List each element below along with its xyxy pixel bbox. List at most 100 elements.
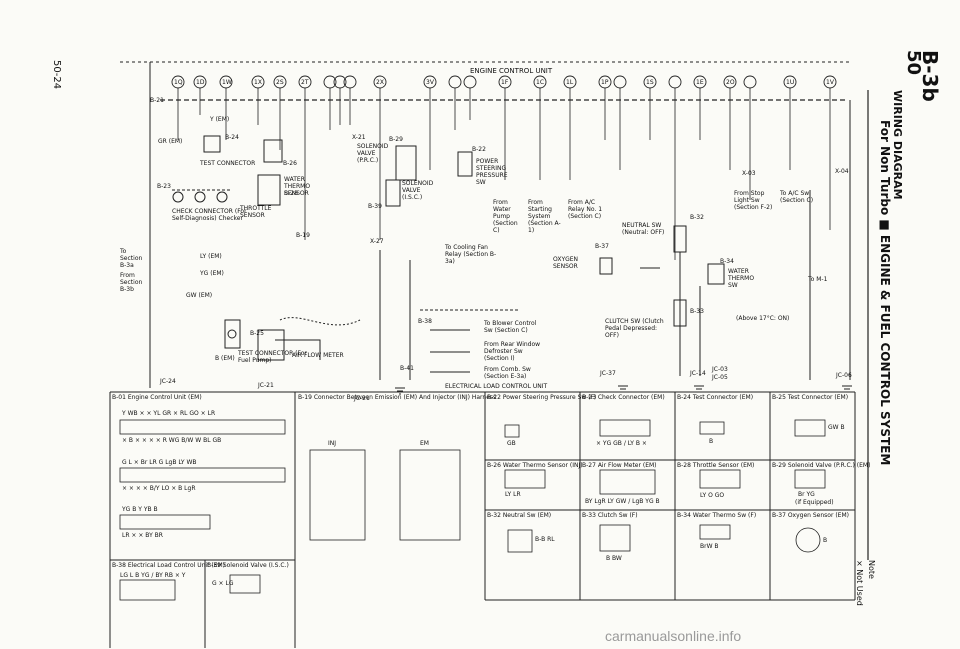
- connector-title: B-23 Check Connector (EM): [582, 394, 665, 401]
- terminal-label: 1V: [826, 79, 834, 86]
- connector-title: B-26 Water Thermo Sensor (INJ): [487, 462, 583, 469]
- section-title: For Non Turbo ■ ENGINE & FUEL CONTROL SY…: [878, 120, 892, 466]
- terminal-label: 1U: [786, 79, 795, 86]
- water-thermo-sensor-label: WATER THERMO SENSOR: [284, 176, 311, 197]
- connector-title: B-38 Electrical Load Control Unit (EM): [112, 562, 225, 569]
- jc14-label: JC-14: [690, 370, 706, 377]
- terminal-label: 1X: [254, 79, 262, 86]
- b38-pins: LG L B YG / BY RB × Y: [120, 572, 186, 579]
- b01-pins-row1: Y WB × × YL GR × RL GO × LR: [122, 410, 216, 417]
- ecu-load-label: ELECTRICAL LOAD CONTROL UNIT: [445, 383, 548, 390]
- connector-title: B-32 Neutral Sw (EM): [487, 512, 552, 519]
- b01-pins-row6: LR × × BY BR: [122, 532, 163, 539]
- diagram-header: ENGINE CONTROL UNIT: [470, 67, 553, 75]
- from-rear-defroster-label: From Rear Window Defroster Sw (Section I…: [484, 341, 541, 362]
- terminal-label: 2T: [301, 79, 309, 86]
- connector-title: B-25 Test Connector (EM): [772, 394, 849, 401]
- from-comb-sw-label: From Comb. Sw (Section E-3a): [484, 366, 531, 380]
- x21-label: X-21: [352, 134, 366, 141]
- connector-title: B-24 Test Connector (EM): [677, 394, 754, 401]
- y-em-label: Y (EM): [210, 116, 230, 123]
- b26-pins: LY LR: [505, 491, 521, 498]
- b39-pins: G × LG: [212, 580, 234, 587]
- terminal-label: 1Q: [174, 79, 183, 86]
- jc37-label: JC-37: [600, 370, 616, 377]
- section-label: WIRING DIAGRAM: [891, 90, 904, 200]
- terminal-label: 1E: [696, 79, 704, 86]
- connector-title: B-34 Water Thermo Sw (F): [677, 512, 757, 519]
- b01-pins-row3: G L × Br LR G LgB LY WB: [122, 459, 197, 466]
- b21-label: B-21: [150, 97, 164, 104]
- jc05-label: JC-05: [712, 374, 728, 381]
- b33-label: B-33: [690, 308, 704, 315]
- b39-label: B-39: [368, 203, 382, 210]
- solenoid-isc-label: SOLENOID VALVE (I.S.C.): [402, 180, 434, 201]
- connector-title: B-28 Throttle Sensor (EM): [677, 462, 755, 469]
- jc21b-label: JC-21: [354, 395, 370, 402]
- terminal-label: 1D: [196, 79, 205, 86]
- b24-label: B-24: [225, 134, 239, 141]
- b34-pins: BrW B: [700, 543, 719, 550]
- section-code: B-3b: [918, 50, 942, 102]
- throttle-sensor-label: THROTTLE SENSOR: [240, 205, 272, 219]
- b24-pins: B: [709, 438, 714, 445]
- terminal-label: 2O: [726, 79, 735, 86]
- connector-title: B-22 Power Steering Pressure Sw (F): [487, 394, 597, 401]
- b23-label: B-23: [157, 183, 171, 190]
- b29-pins: Br YG: [798, 491, 815, 498]
- water-thermo-sw-label: WATER THERMO SW: [728, 268, 755, 289]
- terminal-label: 1S: [646, 79, 654, 86]
- to-m1-label: To M-1: [808, 276, 828, 283]
- terminal-label: 1F: [501, 79, 509, 86]
- terminal-label: 2X: [376, 79, 384, 86]
- clutch-sw-label: CLUTCH SW (Clutch Pedal Depressed: OFF): [605, 318, 664, 339]
- watermark: carmanualsonline.info: [605, 628, 742, 644]
- connector-title: B-37 Oxygen Sensor (EM): [772, 512, 849, 519]
- terminal-label: 3V: [426, 79, 434, 86]
- gr-em-label: GR (EM): [158, 138, 183, 145]
- check-connector-label: CHECK CONNECTOR (For Self-Diagnosis) Che…: [172, 208, 247, 222]
- to-ac-sw-label: To A/C Sw (Section C): [780, 190, 814, 204]
- b33-pins: B BW: [606, 555, 622, 562]
- side-title-strip: 50 WIRING DIAGRAM B-3b For Non Turbo ■ E…: [855, 40, 958, 640]
- x03-label: X-03: [742, 170, 756, 177]
- terminal-label: 1P: [601, 79, 609, 86]
- b25-pins: GW B: [828, 424, 845, 431]
- b27-pins: BY LgR LY GW / LgB YG B: [585, 498, 660, 505]
- air-flow-meter-label: AIR FLOW METER: [292, 352, 344, 359]
- solenoid-prc-label: SOLENOID VALVE (P.R.C.): [357, 143, 389, 164]
- b28-label: B-28: [284, 190, 298, 197]
- from-starting-label: From Starting System (Section A-1): [528, 199, 561, 234]
- connector-title: B-27 Air Flow Meter (EM): [582, 462, 657, 469]
- terminal-label: 1L: [566, 79, 574, 86]
- terminal-label: 2S: [276, 79, 284, 86]
- jc06-label: JC-06: [836, 372, 852, 379]
- b28-pins: LY O GO: [700, 492, 725, 499]
- from-ac-relay-label: From A/C Relay No. 1 (Section C): [568, 199, 603, 220]
- connector-title: B-39 Solenoid Valve (I.S.C.): [207, 562, 289, 569]
- x27-label: X-27: [370, 238, 384, 245]
- yg-em-label: YG (EM): [200, 270, 224, 277]
- b22-label: B-22: [472, 146, 486, 153]
- power-steering-label: POWER STEERING PRESSURE SW: [476, 158, 508, 186]
- terminal-label: 1C: [536, 79, 545, 86]
- test-connector-fuel-label: TEST CONNECTOR (For Fuel Pump): [238, 350, 307, 364]
- b01-pins-row5: YG B Y YB B: [122, 506, 158, 513]
- b32-label: B-32: [690, 214, 704, 221]
- from-section-label: From Section B-3b: [120, 272, 143, 293]
- b23-pins: × YG GB / LY B ×: [596, 440, 647, 447]
- neutral-sw-label: NEUTRAL SW (Neutral: OFF): [622, 222, 665, 236]
- b37-label: B-37: [595, 243, 609, 250]
- b-em-label: B (EM): [215, 355, 235, 362]
- b37-pins: B: [823, 537, 828, 544]
- connector-title: B-29 Solenoid Valve (P.R.C.) (EM): [772, 462, 871, 469]
- x04-label: X-04: [835, 168, 849, 175]
- b38-label: B-38: [418, 318, 432, 325]
- test-connector-label: TEST CONNECTOR: [200, 160, 256, 167]
- note-text: × Not Used: [855, 560, 864, 606]
- b01-pins-row4: × × × × B/Y LO × B LgR: [122, 485, 196, 492]
- from-water-pump-label: From Water Pump (Section C): [493, 199, 518, 234]
- oxygen-sensor-label: OXYGEN SENSOR: [553, 256, 579, 270]
- b19-left-label: INJ: [328, 440, 337, 447]
